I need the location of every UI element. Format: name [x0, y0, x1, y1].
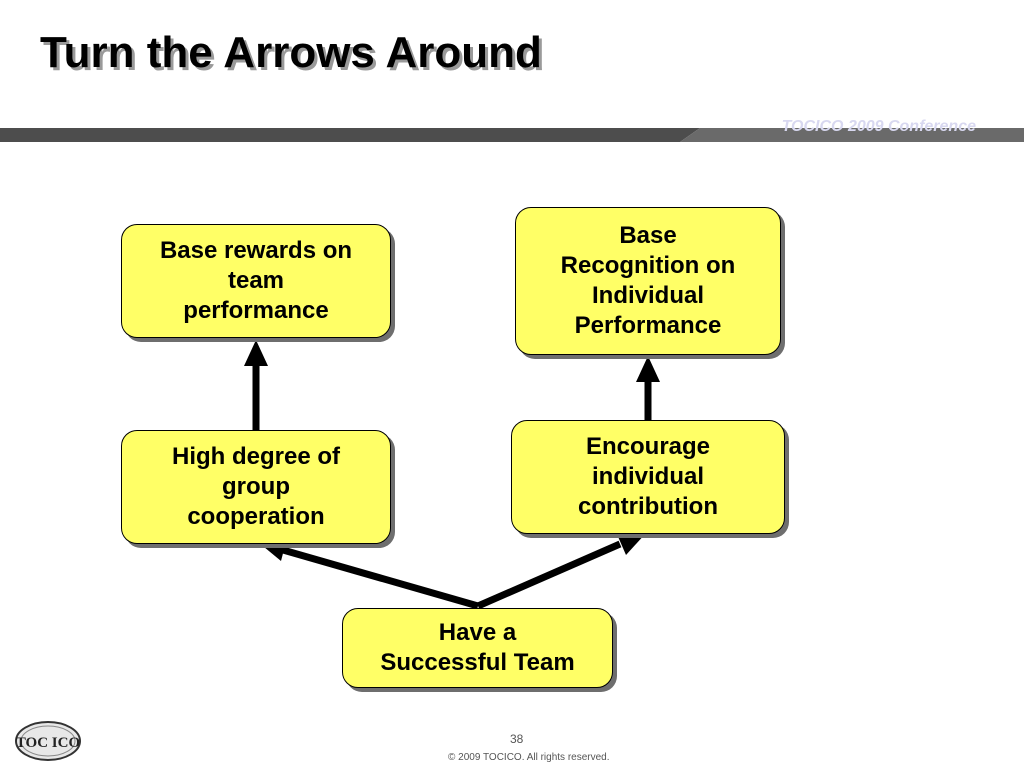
header-band [0, 128, 1024, 142]
slide-title: Turn the Arrows Around [40, 28, 542, 77]
node-successful-team: Have a Successful Team [342, 608, 613, 688]
conference-label: TOCICO 2009 Conference [781, 118, 976, 135]
node-group-cooperation: High degree of group cooperation [121, 430, 391, 544]
node-base-recognition: Base Recognition on Individual Performan… [515, 207, 781, 355]
arrow-team-to-contribution [476, 540, 622, 610]
node-base-rewards: Base rewards on team performance [121, 224, 391, 338]
svg-text:TOC ICO: TOC ICO [16, 735, 80, 751]
tocico-logo: TOC ICO [15, 721, 81, 761]
node-individual-contribution: Encourage individual contribution [511, 420, 785, 534]
arrowhead-contribution [616, 532, 647, 555]
copyright-notice: © 2009 TOCICO. All rights reserved. [448, 752, 610, 763]
arrowhead-recognition [636, 356, 660, 382]
arrow-team-to-cooperation [282, 546, 479, 610]
arrowhead-rewards [244, 340, 268, 366]
page-number: 38 [510, 732, 524, 746]
